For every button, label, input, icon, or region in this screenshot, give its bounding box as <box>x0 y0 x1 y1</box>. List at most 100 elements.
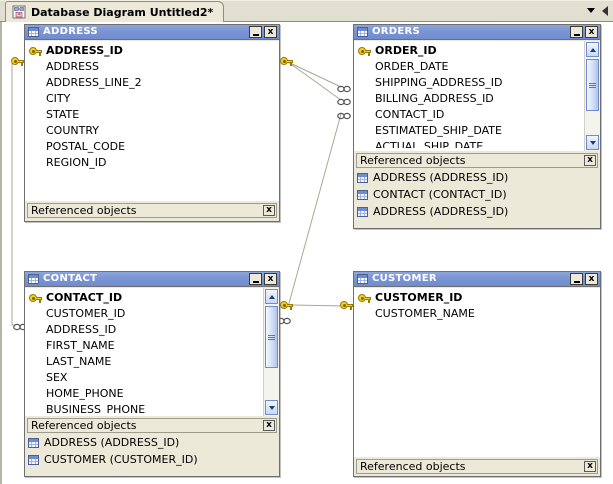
tab-label: Database Diagram Untitled2* <box>31 5 214 19</box>
clipped-row-fade <box>25 413 279 416</box>
column-name: SHIPPING_ADDRESS_ID <box>375 76 503 89</box>
referenced-object-row[interactable]: ADDRESS (ADDRESS_ID) <box>28 434 279 451</box>
table-icon <box>357 206 368 217</box>
close-button[interactable]: x <box>585 26 598 38</box>
close-button[interactable]: x <box>264 273 277 285</box>
table-icon <box>28 27 39 37</box>
column-name: ADDRESS <box>46 60 100 73</box>
vertical-scrollbar[interactable] <box>584 41 600 151</box>
column-row[interactable]: CUSTOMER_ID <box>354 290 600 306</box>
column-row[interactable]: CUSTOMER_ID <box>25 306 262 322</box>
column-row[interactable]: FIRST_NAME <box>25 338 262 354</box>
table-title-bar[interactable]: CUSTOMER x <box>354 272 600 287</box>
referenced-object-row[interactable]: CONTACT (CONTACT_ID) <box>357 186 600 203</box>
referenced-objects-bar[interactable]: Referenced objects x <box>27 418 277 433</box>
referenced-object-row[interactable]: CUSTOMER (CUSTOMER_ID) <box>28 451 279 468</box>
column-row[interactable]: CONTACT_ID <box>25 290 262 306</box>
column-list[interactable]: ORDER_ID ORDER_DATE SHIPPING_ADDRESS_ID … <box>354 41 600 151</box>
table-name: CONTACT <box>43 274 98 284</box>
column-row[interactable]: ACTUAL_SHIP_DATE <box>354 139 583 151</box>
column-row[interactable]: POSTAL_CODE <box>25 139 279 155</box>
table-window-orders[interactable]: ORDERS x ORDER_ID ORDER_DATE <box>353 24 601 229</box>
primary-key-icon <box>357 293 372 303</box>
close-icon[interactable]: x <box>584 155 596 166</box>
close-icon[interactable]: x <box>584 461 596 472</box>
column-row[interactable]: CITY <box>25 91 279 107</box>
minimize-button[interactable] <box>249 26 262 38</box>
close-button[interactable]: x <box>264 26 277 38</box>
referenced-object-row[interactable]: ADDRESS (ADDRESS_ID) <box>357 169 600 186</box>
table-icon <box>357 189 368 200</box>
column-name: ACTUAL_SHIP_DATE <box>375 140 484 151</box>
primary-key-icon <box>357 46 372 56</box>
referenced-object-label: CONTACT (CONTACT_ID) <box>373 188 507 201</box>
diagram-canvas[interactable]: ADDRESS x ADDRESS_ID ADDRESS <box>0 22 613 484</box>
table-icon <box>357 27 368 37</box>
referenced-object-label: ADDRESS (ADDRESS_ID) <box>44 436 180 449</box>
scroll-up-button[interactable] <box>265 289 278 304</box>
scroll-left-icon[interactable] <box>602 5 608 16</box>
tab-strip: Database Diagram Untitled2* <box>0 0 613 22</box>
referenced-objects-bar[interactable]: Referenced objects x <box>27 203 277 218</box>
table-window-customer[interactable]: CUSTOMER x CUSTOMER_ID CUSTOMER_NAME <box>353 271 601 477</box>
column-name: POSTAL_CODE <box>46 140 126 153</box>
minimize-button[interactable] <box>570 273 583 285</box>
column-row[interactable]: ADDRESS <box>25 59 279 75</box>
scroll-up-button[interactable] <box>586 42 599 57</box>
close-icon[interactable]: x <box>263 205 275 216</box>
column-row[interactable]: ADDRESS_LINE_2 <box>25 75 279 91</box>
column-row[interactable]: COUNTRY <box>25 123 279 139</box>
primary-key-icon <box>28 293 43 303</box>
chevron-down-icon[interactable] <box>587 8 595 13</box>
column-row[interactable]: ORDER_ID <box>354 43 583 59</box>
column-row[interactable]: HOME_PHONE <box>25 386 262 402</box>
column-name: REGION_ID <box>46 156 107 169</box>
column-row[interactable]: ADDRESS_ID <box>25 322 262 338</box>
referenced-object-row[interactable]: ADDRESS (ADDRESS_ID) <box>357 203 600 220</box>
scroll-down-button[interactable] <box>586 135 599 150</box>
referenced-object-label: CUSTOMER (CUSTOMER_ID) <box>44 453 198 466</box>
table-icon <box>28 454 39 465</box>
column-list[interactable]: CUSTOMER_ID CUSTOMER_NAME <box>354 288 600 457</box>
close-icon[interactable]: x <box>263 420 275 431</box>
column-name: CITY <box>46 92 71 105</box>
table-window-address[interactable]: ADDRESS x ADDRESS_ID ADDRESS <box>24 24 280 222</box>
column-row[interactable]: CONTACT_ID <box>354 107 583 123</box>
table-title-bar[interactable]: ADDRESS x <box>25 25 279 40</box>
referenced-objects-bar[interactable]: Referenced objects x <box>356 459 598 474</box>
table-window-contact[interactable]: CONTACT x CONTACT_ID CUSTOMER_ID <box>24 271 280 477</box>
column-row[interactable]: REGION_ID <box>25 155 279 171</box>
tab-database-diagram[interactable]: Database Diagram Untitled2* <box>5 1 225 22</box>
column-list[interactable]: ADDRESS_ID ADDRESS ADDRESS_LINE_2 CITY S… <box>25 41 279 201</box>
column-row[interactable]: BILLING_ADDRESS_ID <box>354 91 583 107</box>
column-row[interactable]: STATE <box>25 107 279 123</box>
column-name: CUSTOMER_ID <box>46 307 126 320</box>
table-icon <box>28 274 39 284</box>
column-row[interactable]: ORDER_DATE <box>354 59 583 75</box>
scrollbar-thumb[interactable] <box>265 306 278 368</box>
column-name: ORDER_DATE <box>375 60 449 73</box>
close-button[interactable]: x <box>585 273 598 285</box>
scrollbar-thumb[interactable] <box>586 59 599 111</box>
vertical-scrollbar[interactable] <box>263 288 279 416</box>
column-row[interactable]: SHIPPING_ADDRESS_ID <box>354 75 583 91</box>
column-row[interactable]: SEX <box>25 370 262 386</box>
column-row[interactable]: CUSTOMER_NAME <box>354 306 600 322</box>
scroll-down-button[interactable] <box>265 400 278 415</box>
minimize-button[interactable] <box>249 273 262 285</box>
table-title-bar[interactable]: ORDERS x <box>354 25 600 40</box>
column-row[interactable]: ADDRESS_ID <box>25 43 279 59</box>
column-name: BUSINESS_PHONE <box>46 403 146 416</box>
column-row[interactable]: BUSINESS_PHONE <box>25 402 262 416</box>
column-list[interactable]: CONTACT_ID CUSTOMER_ID ADDRESS_ID FIRST_… <box>25 288 279 416</box>
table-title-bar[interactable]: CONTACT x <box>25 272 279 287</box>
column-row[interactable]: LAST_NAME <box>25 354 262 370</box>
table-icon <box>357 274 368 284</box>
relationship-chain-orders-3 <box>337 110 351 123</box>
referenced-objects-bar[interactable]: Referenced objects x <box>356 153 598 168</box>
column-name: LAST_NAME <box>46 355 112 368</box>
column-row[interactable]: ESTIMATED_SHIP_DATE <box>354 123 583 139</box>
minimize-button[interactable] <box>570 26 583 38</box>
column-name: ESTIMATED_SHIP_DATE <box>375 124 502 137</box>
